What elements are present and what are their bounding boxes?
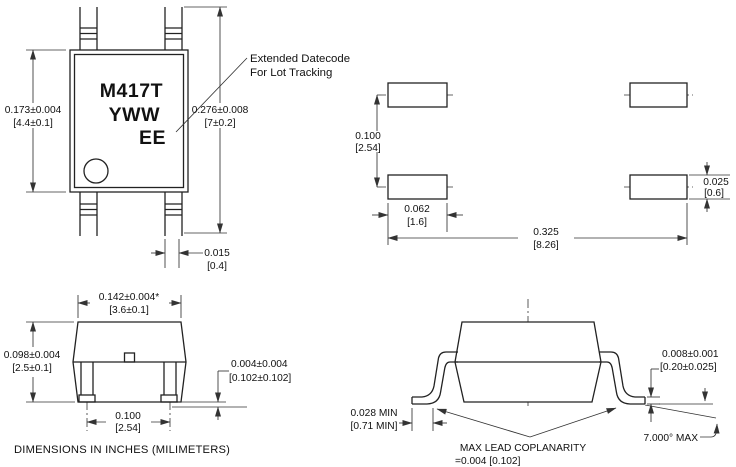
dim-pad-height: 0.025 [0.6] bbox=[689, 162, 730, 212]
top-view: M417T YWW EE Extended Datecode For Lot T… bbox=[5, 6, 350, 272]
dim-foot-length: 0.028 MIN [0.71 MIN] bbox=[351, 408, 447, 432]
dim-foot-length-mm: [0.71 MIN] bbox=[351, 421, 398, 432]
dim-pad-pitch-in: 0.100 bbox=[355, 131, 381, 142]
dim-lead-width: 0.015 [0.4] bbox=[151, 239, 230, 272]
front-view: 0.142±0.004* [3.6±0.1] 0.098±0.004 [2.5±… bbox=[4, 292, 292, 434]
dim-standoff: 0.004±0.004 [0.102±0.102] bbox=[172, 359, 291, 420]
callout-text-line1: Extended Datecode bbox=[250, 53, 350, 65]
dim-lead-width-mm: [0.4] bbox=[207, 261, 227, 272]
dim-front-lead-pitch-mm: [2.54] bbox=[115, 423, 141, 434]
front-lead-left bbox=[78, 362, 96, 403]
dim-pad-pitch-mm: [2.54] bbox=[355, 143, 381, 154]
lead-bottom-right bbox=[164, 192, 183, 236]
dim-front-body-width-in: 0.142±0.004* bbox=[99, 292, 160, 303]
dim-body-height: 0.173±0.004 [4.4±0.1] bbox=[5, 49, 66, 193]
dim-pad-span: 0.325 [8.26] bbox=[387, 203, 688, 251]
dim-overall-height: 0.276±0.008 [7±0.2] bbox=[184, 6, 249, 234]
callout-leader-line bbox=[175, 57, 248, 133]
dim-front-body-width: 0.142±0.004* [3.6±0.1] bbox=[77, 292, 182, 318]
dim-lead-thickness-mm: [0.20±0.025] bbox=[660, 362, 717, 373]
dim-front-body-width-mm: [3.6±0.1] bbox=[109, 305, 149, 316]
dim-front-body-height: 0.098±0.004 [2.5±0.1] bbox=[4, 321, 75, 403]
dim-lead-thickness-in: 0.008±0.001 bbox=[662, 349, 719, 360]
dim-front-body-height-in: 0.098±0.004 bbox=[4, 350, 61, 361]
dim-lead-angle: 7.000° MAX bbox=[644, 388, 720, 444]
side-lead-right bbox=[599, 351, 646, 405]
dim-body-height-mm: [4.4±0.1] bbox=[13, 118, 53, 129]
dim-pad-span-mm: [8.26] bbox=[533, 240, 559, 251]
dim-front-body-height-mm: [2.5±0.1] bbox=[12, 363, 52, 374]
coplanarity-text-line1: MAX LEAD COPLANARITY bbox=[460, 443, 586, 454]
gate-mark bbox=[123, 352, 136, 363]
side-view: 0.028 MIN [0.71 MIN] 0.008±0.001 [0.20±0… bbox=[351, 299, 720, 467]
dim-pad-width-in: 0.062 bbox=[404, 204, 430, 215]
coplanarity-note: MAX LEAD COPLANARITY =0.004 [0.102] bbox=[436, 407, 617, 467]
front-lead-right bbox=[160, 362, 178, 403]
dim-overall-height-mm: [7±0.2] bbox=[204, 118, 235, 129]
callout-text-line2: For Lot Tracking bbox=[250, 67, 332, 79]
dim-foot-length-in: 0.028 MIN bbox=[351, 408, 398, 419]
dim-lead-angle-label: 7.000° MAX bbox=[644, 433, 699, 444]
package-body-outer bbox=[69, 49, 189, 193]
dim-front-lead-pitch: 0.100 [2.54] bbox=[86, 411, 171, 434]
pad-top-left bbox=[387, 82, 448, 108]
lead-top-left bbox=[79, 7, 98, 50]
pin1-indicator-circle bbox=[83, 158, 109, 184]
pad-top-right bbox=[629, 82, 688, 108]
lead-top-right bbox=[164, 7, 183, 50]
side-lead-left bbox=[411, 351, 458, 405]
dim-pad-height-mm: [0.6] bbox=[704, 188, 724, 199]
dim-lead-thickness: 0.008±0.001 [0.20±0.025] bbox=[647, 349, 719, 422]
land-pattern-view: 0.100 [2.54] 0.062 [1.6] 0.325 [8.26] 0.… bbox=[355, 82, 730, 251]
dim-body-height-in: 0.173±0.004 bbox=[5, 105, 62, 116]
units-note: DIMENSIONS IN INCHES (MILIMETERS) bbox=[14, 444, 230, 456]
pad-bottom-right bbox=[629, 174, 688, 200]
package-body-inner bbox=[73, 53, 185, 189]
marking-line2: YWW bbox=[109, 104, 160, 126]
dim-pad-width: 0.062 [1.6] bbox=[372, 203, 463, 245]
dim-pad-height-in: 0.025 bbox=[703, 177, 729, 188]
dim-pad-width-mm: [1.6] bbox=[407, 217, 427, 228]
pad-bottom-left bbox=[387, 174, 448, 200]
dim-front-lead-pitch-in: 0.100 bbox=[115, 411, 141, 422]
dim-pad-span-in: 0.325 bbox=[533, 227, 559, 238]
dim-overall-height-in: 0.276±0.008 bbox=[192, 105, 249, 116]
datecode-callout: Extended Datecode For Lot Tracking bbox=[175, 53, 350, 133]
dim-standoff-mm: [0.102±0.102] bbox=[229, 373, 291, 384]
coplanarity-text-line2: =0.004 [0.102] bbox=[455, 456, 521, 467]
dim-standoff-in: 0.004±0.004 bbox=[231, 359, 288, 370]
lead-bottom-left bbox=[79, 192, 98, 236]
marking-line1: M417T bbox=[100, 80, 163, 102]
marking-line3: EE bbox=[139, 127, 166, 149]
dim-lead-width-in: 0.015 bbox=[204, 248, 230, 259]
dim-pad-pitch: 0.100 [2.54] bbox=[355, 94, 381, 188]
